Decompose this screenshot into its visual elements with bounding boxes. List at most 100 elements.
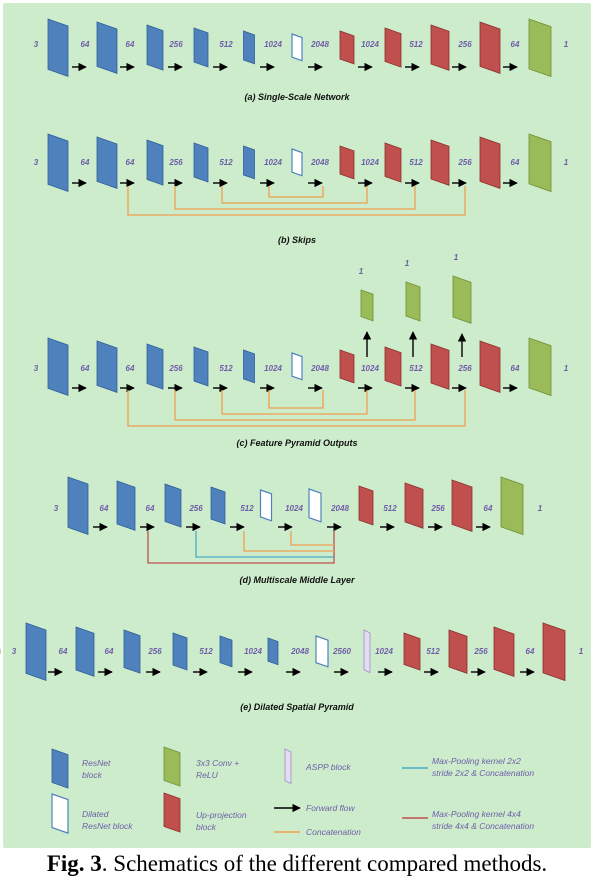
panel-c-side-label-2: 1 [454, 253, 459, 262]
panel-c-label-11: 1 [564, 364, 569, 373]
panel-b-block-0 [47, 133, 69, 192]
panel-b-block-8 [430, 139, 450, 186]
caption-text: . Schematics of the different compared m… [101, 851, 548, 876]
panel-c-block-4 [243, 349, 255, 384]
panel-c-block-3 [193, 346, 209, 387]
panel-e-label-5: 1024 [244, 647, 262, 656]
panel-c-block-0 [47, 337, 69, 396]
panel-a-block-3 [193, 27, 209, 68]
panel-d-block-8 [451, 479, 473, 532]
panel-c-block-7 [384, 346, 402, 387]
panel-b-label-3: 256 [168, 158, 183, 167]
panel-e-block-6 [315, 635, 329, 668]
panel-a-label-11: 1 [564, 40, 569, 49]
panel-c-label-0: 3 [34, 364, 39, 373]
panel-b-label-11: 1 [564, 158, 569, 167]
panel-e-block-3 [172, 632, 188, 671]
legend-dilated-swatch [51, 793, 69, 834]
panel-d-block-2 [164, 483, 182, 528]
figure-caption: Fig. 3. Schematics of the different comp… [0, 851, 594, 877]
caption-label: Fig. 3 [46, 851, 102, 876]
panel-b-label-0: 3 [34, 158, 39, 167]
panel-c-block-1 [96, 340, 118, 393]
panel-a-block-7 [384, 27, 402, 68]
panel-b-block-2 [146, 139, 164, 186]
panel-e-block-9 [448, 629, 468, 674]
panel-a-label-9: 256 [457, 40, 472, 49]
panel-c-label-7: 1024 [361, 364, 379, 373]
panel-d-block-9 [500, 476, 524, 536]
panel-b-block-6 [339, 145, 355, 180]
panel-a-label-10: 64 [511, 40, 520, 49]
panel-b-block-4 [243, 145, 255, 180]
panel-c-side-output-0 [360, 289, 374, 322]
panel-d-block-7 [404, 482, 424, 529]
panel-c-side-label-1: 1 [405, 259, 410, 268]
panel-e-label-3: 256 [147, 647, 162, 656]
legend-upproj-label-0: Up-projection [196, 810, 247, 820]
panel-e-block-5 [267, 637, 279, 666]
panel-c-block-8 [430, 343, 450, 390]
panel-c-label-6: 2048 [310, 364, 329, 373]
legend-resnet-swatch [51, 748, 69, 789]
panel-b-skip-2 [221, 186, 368, 204]
panel-c-label-8: 512 [409, 364, 423, 373]
panel-e-block-7 [363, 629, 371, 674]
legend-dilated-label-1: ResNet block [82, 821, 133, 831]
panel-b-block-1 [96, 136, 118, 189]
panel-d-label-8: 256 [430, 504, 445, 513]
legend-resnet-label-1: block [82, 770, 103, 780]
panel-c-skip-1 [174, 390, 416, 421]
panel-e-block-1 [75, 626, 95, 677]
panel-c-skip-2 [221, 390, 368, 415]
panel-e-block-11 [542, 622, 566, 682]
panel-b-skip-1 [174, 186, 416, 210]
panel-d-pool4-connection [147, 531, 335, 564]
panel-d-label-7: 512 [383, 504, 397, 513]
legend-dilated-label-0: Dilated [82, 809, 109, 819]
panel-b-skip-0 [127, 186, 466, 216]
panel-b-label-7: 1024 [361, 158, 379, 167]
panel-d-concat-connection-2 [290, 531, 334, 546]
panel-b-label-9: 256 [457, 158, 472, 167]
legend-pool2-label-0: Max-Pooling kernel 2x2 [432, 756, 521, 766]
legend-conv-label-0: 3x3 Conv + [196, 758, 239, 768]
panel-e-label-6: 2048 [290, 647, 309, 656]
panel-c-side-output-1 [405, 281, 421, 322]
panel-b-block-3 [193, 142, 209, 183]
panel-e-title: (e) Dilated Spatial Pyramid [240, 702, 354, 712]
panel-d-label-2: 64 [146, 504, 155, 513]
panel-c-title: (c) Feature Pyramid Outputs [236, 438, 357, 448]
panel-c-label-9: 256 [457, 364, 472, 373]
legend-pool4-label-0: Max-Pooling kernel 4x4 [432, 809, 521, 819]
panel-b-block-7 [384, 142, 402, 183]
panel-b-label-4: 512 [219, 158, 233, 167]
panel-c-block-10 [528, 337, 552, 397]
panel-d-label-0: 3 [54, 504, 59, 513]
panel-c-label-3: 256 [168, 364, 183, 373]
panel-d-block-6 [358, 485, 374, 526]
legend-aspp-label-0: ASPP block [305, 762, 351, 772]
panel-c-label-5: 1024 [264, 364, 282, 373]
panel-a-block-8 [430, 24, 450, 71]
panel-e-label-11: 64 [526, 647, 535, 656]
panel-e-block-4 [219, 635, 233, 668]
panel-d-block-0 [67, 476, 89, 535]
panel-a-block-1 [96, 21, 118, 74]
panel-e-label-7: 2560 [332, 647, 351, 656]
panel-b-skip-3 [268, 186, 324, 198]
panel-d-label-4: 512 [240, 504, 254, 513]
legend-concat-label-0: Concatenation [306, 827, 361, 837]
panel-c-skip-3 [268, 390, 324, 409]
panel-a-label-2: 64 [126, 40, 135, 49]
panel-a-block-10 [528, 18, 552, 78]
panel-a-label-3: 256 [168, 40, 183, 49]
panel-c-skip-0 [127, 390, 466, 427]
panel-b-label-1: 64 [81, 158, 90, 167]
panel-b-block-9 [479, 136, 501, 189]
panel-e-block-0 [25, 622, 47, 681]
panel-e-label-10: 256 [473, 647, 488, 656]
panel-c-label-10: 64 [511, 364, 520, 373]
panel-b-title: (b) Skips [278, 235, 316, 245]
panel-a-block-4 [243, 30, 255, 65]
